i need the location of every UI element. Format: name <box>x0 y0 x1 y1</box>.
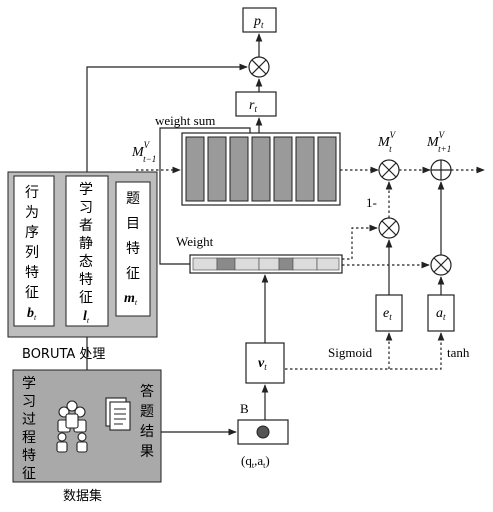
svg-text:过: 过 <box>22 412 36 428</box>
svg-text:结: 结 <box>140 424 154 440</box>
document-icon <box>105 397 131 431</box>
multiply-node-add <box>430 254 452 276</box>
svg-text:题: 题 <box>126 191 140 207</box>
memory-slot <box>229 136 249 202</box>
memory-slot <box>251 136 271 202</box>
people-icon <box>56 400 88 453</box>
learner-static-box <box>65 175 109 327</box>
weight-to-sum-line <box>159 127 251 265</box>
pt-label: pt <box>253 14 264 30</box>
input-dot <box>256 425 270 439</box>
multiply-node-top <box>248 56 270 78</box>
multiply-node-mt <box>378 159 400 181</box>
one-minus-label: 1- <box>366 195 377 210</box>
pt-box <box>242 7 277 33</box>
svg-text:特: 特 <box>22 448 36 464</box>
weight-label: Weight <box>176 234 214 249</box>
tanh-label: tanh <box>447 345 470 360</box>
dataset-label: 数据集 <box>63 488 102 504</box>
svg-text:行: 行 <box>25 185 39 201</box>
svg-text:特: 特 <box>25 265 39 281</box>
question-feature-text: 题 目 特 征 mt <box>124 191 140 307</box>
svg-text:列: 列 <box>25 245 39 261</box>
weight-sum-label: weight sum <box>155 113 215 128</box>
svg-text:程: 程 <box>22 430 36 446</box>
memory-slot <box>185 136 205 202</box>
learning-process-text: 学 习 过 程 特 征 <box>22 376 36 482</box>
svg-text:特: 特 <box>79 272 93 288</box>
vt-box <box>245 342 285 384</box>
svg-text:习: 习 <box>22 394 36 410</box>
svg-text:态: 态 <box>79 254 93 270</box>
question-feature-box <box>115 181 151 317</box>
svg-text:序: 序 <box>25 225 39 241</box>
svg-text:lt: lt <box>83 309 90 325</box>
svg-text:为: 为 <box>25 205 39 221</box>
memory-slot <box>317 136 337 202</box>
memory-slot <box>207 136 227 202</box>
multiply-node-erase <box>378 217 400 239</box>
qa-label: (qt,at) <box>241 453 270 470</box>
answer-result-text: 答 题 结 果 <box>140 383 154 460</box>
memory-matrix <box>181 132 341 206</box>
svg-text:答: 答 <box>140 383 154 400</box>
svg-text:者: 者 <box>79 218 93 234</box>
memory-slot <box>273 136 293 202</box>
behavior-seq-box <box>13 175 55 327</box>
et-label: et <box>383 306 392 322</box>
svg-text:目: 目 <box>126 216 140 232</box>
et-box <box>375 294 403 332</box>
svg-text:bt: bt <box>27 306 37 322</box>
rt-box <box>235 91 277 117</box>
features-to-output-line <box>86 63 248 172</box>
svg-text:题: 题 <box>140 404 154 420</box>
b-label: B <box>240 401 249 416</box>
svg-text:mt: mt <box>124 291 138 307</box>
svg-text:静: 静 <box>79 236 93 252</box>
memory-slot <box>295 136 315 202</box>
at-label: at <box>436 306 446 322</box>
vt-label: vt <box>258 356 267 372</box>
boruta-label: BORUTA 处理 <box>22 347 105 362</box>
svg-text:特: 特 <box>126 241 140 257</box>
dataset-panel <box>12 369 162 483</box>
rt-label: rt <box>249 98 257 114</box>
svg-text:征: 征 <box>22 466 36 482</box>
at-box <box>427 294 455 332</box>
svg-text:果: 果 <box>140 444 154 460</box>
learner-static-text: 学 习 者 静 态 特 征 lt <box>79 182 93 325</box>
behavior-seq-text: 行 为 序 列 特 征 bt <box>25 185 39 322</box>
sigmoid-label: Sigmoid <box>328 345 373 360</box>
svg-text:征: 征 <box>25 285 39 301</box>
svg-text:学: 学 <box>79 182 93 198</box>
add-node <box>430 159 452 181</box>
svg-text:征: 征 <box>79 290 93 306</box>
weight-bar <box>189 254 343 274</box>
svg-text:征: 征 <box>126 266 140 282</box>
svg-text:学: 学 <box>22 376 36 392</box>
svg-text:习: 习 <box>79 200 93 216</box>
